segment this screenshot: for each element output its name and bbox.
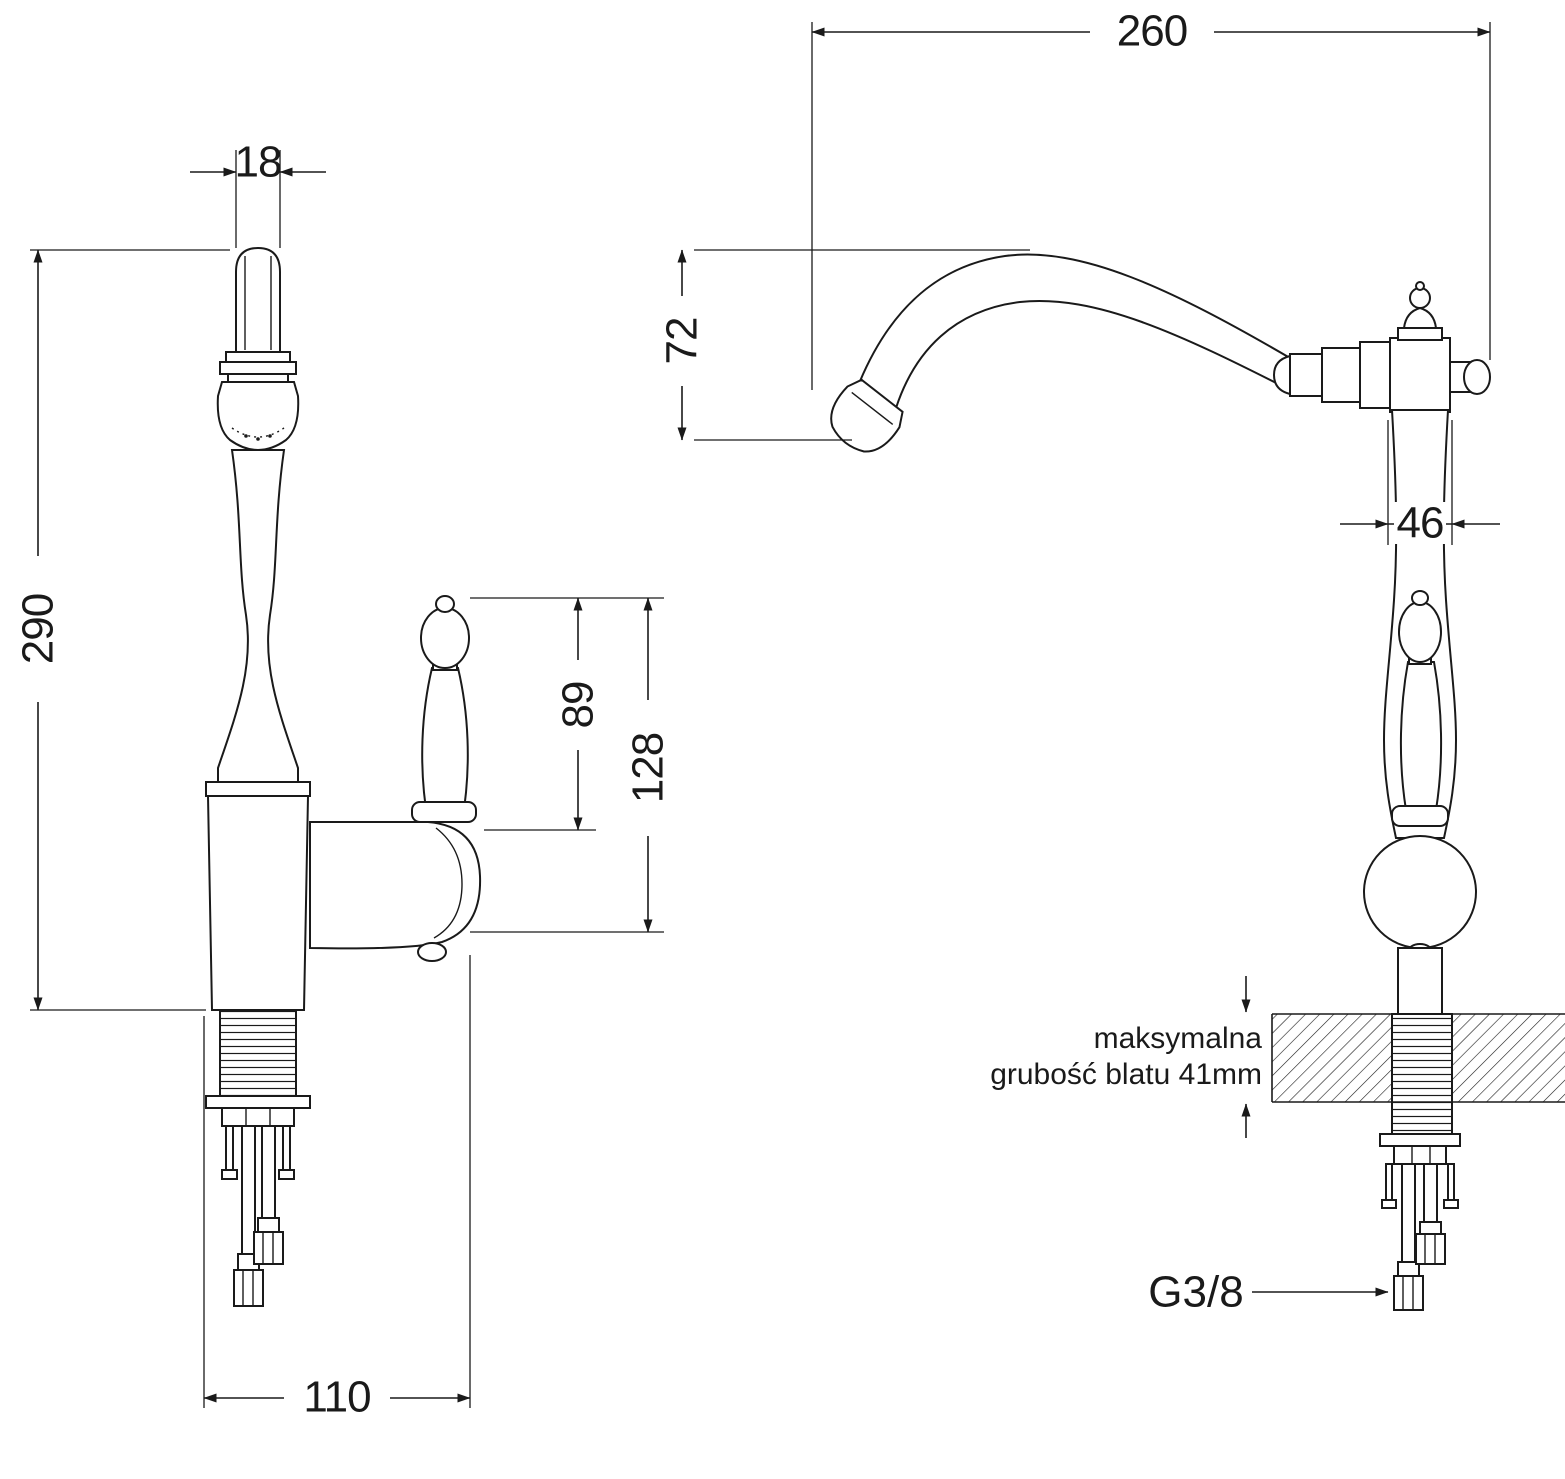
front-mounting-stud-left xyxy=(225,1125,234,1171)
side-spout-ring-2 xyxy=(1321,347,1361,403)
dim-label-128: 128 xyxy=(624,733,673,803)
side-aerator xyxy=(830,378,904,453)
side-spout-ring-1 xyxy=(1359,341,1391,409)
thread-size-label: G3/8 xyxy=(1148,1268,1243,1317)
front-stud-nut-right xyxy=(278,1169,295,1180)
front-hose-right-hex xyxy=(253,1231,284,1265)
front-body-neck xyxy=(217,449,299,783)
front-mounting-nut xyxy=(221,1107,295,1127)
front-spout-tube xyxy=(235,246,281,353)
side-handle-stem xyxy=(1399,661,1443,811)
countertop-hatch-right xyxy=(1452,1014,1565,1102)
dim-label-290: 290 xyxy=(14,594,63,664)
side-handle-knob xyxy=(1398,601,1442,663)
side-knob xyxy=(1463,359,1491,395)
dim-label-18: 18 xyxy=(235,138,282,187)
side-hose-left-hex xyxy=(1393,1275,1424,1311)
side-valve-body xyxy=(1363,835,1477,949)
front-spout-collar-3 xyxy=(227,373,289,383)
front-aerator-dot xyxy=(256,437,260,441)
dim-label-46: 46 xyxy=(1397,499,1444,548)
side-handle-collar xyxy=(1391,805,1449,827)
front-handle-housing-contour xyxy=(433,827,463,939)
dim-label-110: 110 xyxy=(303,1373,370,1422)
front-aerator-dot xyxy=(268,434,272,438)
side-handle-knob-tip xyxy=(1411,590,1429,606)
countertop-note-line1: maksymalna xyxy=(1094,1022,1263,1055)
dim-spout-drop: 72 xyxy=(658,249,1030,441)
dim-total-height: 290 xyxy=(14,249,230,1011)
dim-spout-reach: 260 xyxy=(811,7,1491,390)
front-handle-collar xyxy=(411,801,477,823)
dim-handle-height: 89 xyxy=(470,597,664,831)
dim-label-260: 260 xyxy=(1117,7,1187,56)
side-finial-collar xyxy=(1397,327,1443,341)
front-spout-collar-1 xyxy=(225,351,291,363)
dim-spout-tip-width: 18 xyxy=(190,138,326,248)
side-spout-ring-3 xyxy=(1289,353,1323,397)
front-handle-knob-tip xyxy=(435,595,455,613)
front-hose-right xyxy=(261,1125,276,1219)
dim-label-89: 89 xyxy=(554,682,603,729)
side-stud-nut-left xyxy=(1381,1199,1397,1209)
side-finial-tip xyxy=(1415,281,1425,291)
side-mounting-washer xyxy=(1379,1133,1461,1147)
front-aerator xyxy=(216,381,300,452)
front-body xyxy=(206,795,310,1011)
dim-body-width: 46 xyxy=(1340,420,1500,548)
side-mounting-stud-right xyxy=(1447,1163,1455,1201)
side-view xyxy=(830,253,1565,1311)
side-body-upper xyxy=(1389,337,1451,413)
countertop-note-line2: grubość blatu 41mm xyxy=(990,1058,1262,1091)
front-stud-nut-left xyxy=(221,1169,238,1180)
front-mounting-shank xyxy=(219,1009,297,1097)
front-hose-right-neck xyxy=(257,1217,280,1233)
front-spout-collar-2 xyxy=(219,361,297,375)
front-mounting-stud-right xyxy=(282,1125,291,1171)
side-mounting-shank xyxy=(1391,1013,1453,1135)
front-view xyxy=(205,246,482,1307)
front-hose-left-hex xyxy=(233,1269,264,1307)
thread-size-callout: G3/8 xyxy=(1148,1268,1389,1317)
countertop-thickness-callout: maksymalna grubość blatu 41mm xyxy=(990,976,1262,1138)
front-body-ring xyxy=(205,781,311,797)
front-handle-knob xyxy=(420,607,470,669)
side-mounting-stud-left xyxy=(1385,1163,1393,1201)
front-handle-housing xyxy=(309,821,482,950)
side-hose-right-hex xyxy=(1415,1233,1446,1265)
side-spout-end-cap xyxy=(1272,354,1291,396)
side-hose-left xyxy=(1401,1163,1416,1263)
dim-base-depth: 110 xyxy=(203,955,471,1422)
side-spout-tube xyxy=(856,253,1291,410)
countertop-hatch-left xyxy=(1272,1014,1392,1102)
front-mounting-washer xyxy=(205,1095,311,1109)
side-hose-right xyxy=(1423,1163,1438,1223)
side-mounting-nut xyxy=(1393,1145,1447,1165)
front-aerator-dot xyxy=(244,434,248,438)
front-handle-stem xyxy=(421,667,469,823)
side-hose-right-neck xyxy=(1419,1221,1442,1235)
side-finial-dome xyxy=(1402,306,1438,329)
front-handle-housing-nub xyxy=(417,942,447,962)
side-body-lower xyxy=(1397,947,1443,1015)
dim-handle-total-height: 128 xyxy=(470,597,673,933)
dim-label-72: 72 xyxy=(658,318,707,365)
side-stud-nut-right xyxy=(1443,1199,1459,1209)
